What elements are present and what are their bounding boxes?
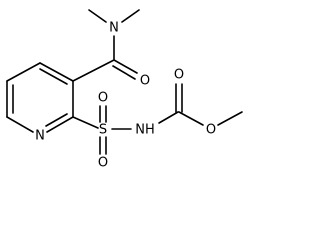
ester-oxygen-label: O bbox=[206, 123, 216, 138]
bond-ring-c3-c4 bbox=[39, 62, 74, 82]
sulfur-label: S bbox=[99, 123, 107, 138]
bond-ring-n-c2 bbox=[46, 116, 74, 133]
bond-ring-c4-c5 bbox=[6, 62, 41, 82]
carbonyl-oxygen-label: O bbox=[174, 68, 184, 83]
nh-label: NH bbox=[135, 123, 155, 138]
bond-ring-c3-c4-inner bbox=[39, 68, 68, 85]
amide-oxygen-label: O bbox=[140, 74, 150, 89]
ring-nitrogen-label: N bbox=[35, 129, 45, 144]
bond-carbonyl-ester-o bbox=[178, 111, 204, 126]
bond-carbonyl-o-b bbox=[112, 65, 136, 80]
amide-nitrogen-label: N bbox=[109, 21, 119, 36]
bond-nme-right bbox=[121, 9, 140, 23]
bond-ring-c6-n bbox=[6, 116, 34, 133]
bond-nme-left bbox=[88, 9, 107, 23]
bond-carbonyl-ring bbox=[72, 59, 115, 82]
bond-ester-o-methyl bbox=[217, 111, 243, 126]
bond-ring-sulfur bbox=[72, 116, 99, 129]
sulfonyl-oxygen-bottom-label: O bbox=[98, 156, 108, 171]
bond-ring-n-c2-inner bbox=[45, 113, 68, 127]
sulfonyl-oxygen-top-label: O bbox=[98, 91, 108, 106]
bond-nh-carbonyl bbox=[158, 111, 179, 124]
chemical-structure: N O N S O O NH O O bbox=[6, 9, 243, 171]
bond-carbonyl-o-a bbox=[113, 59, 138, 74]
